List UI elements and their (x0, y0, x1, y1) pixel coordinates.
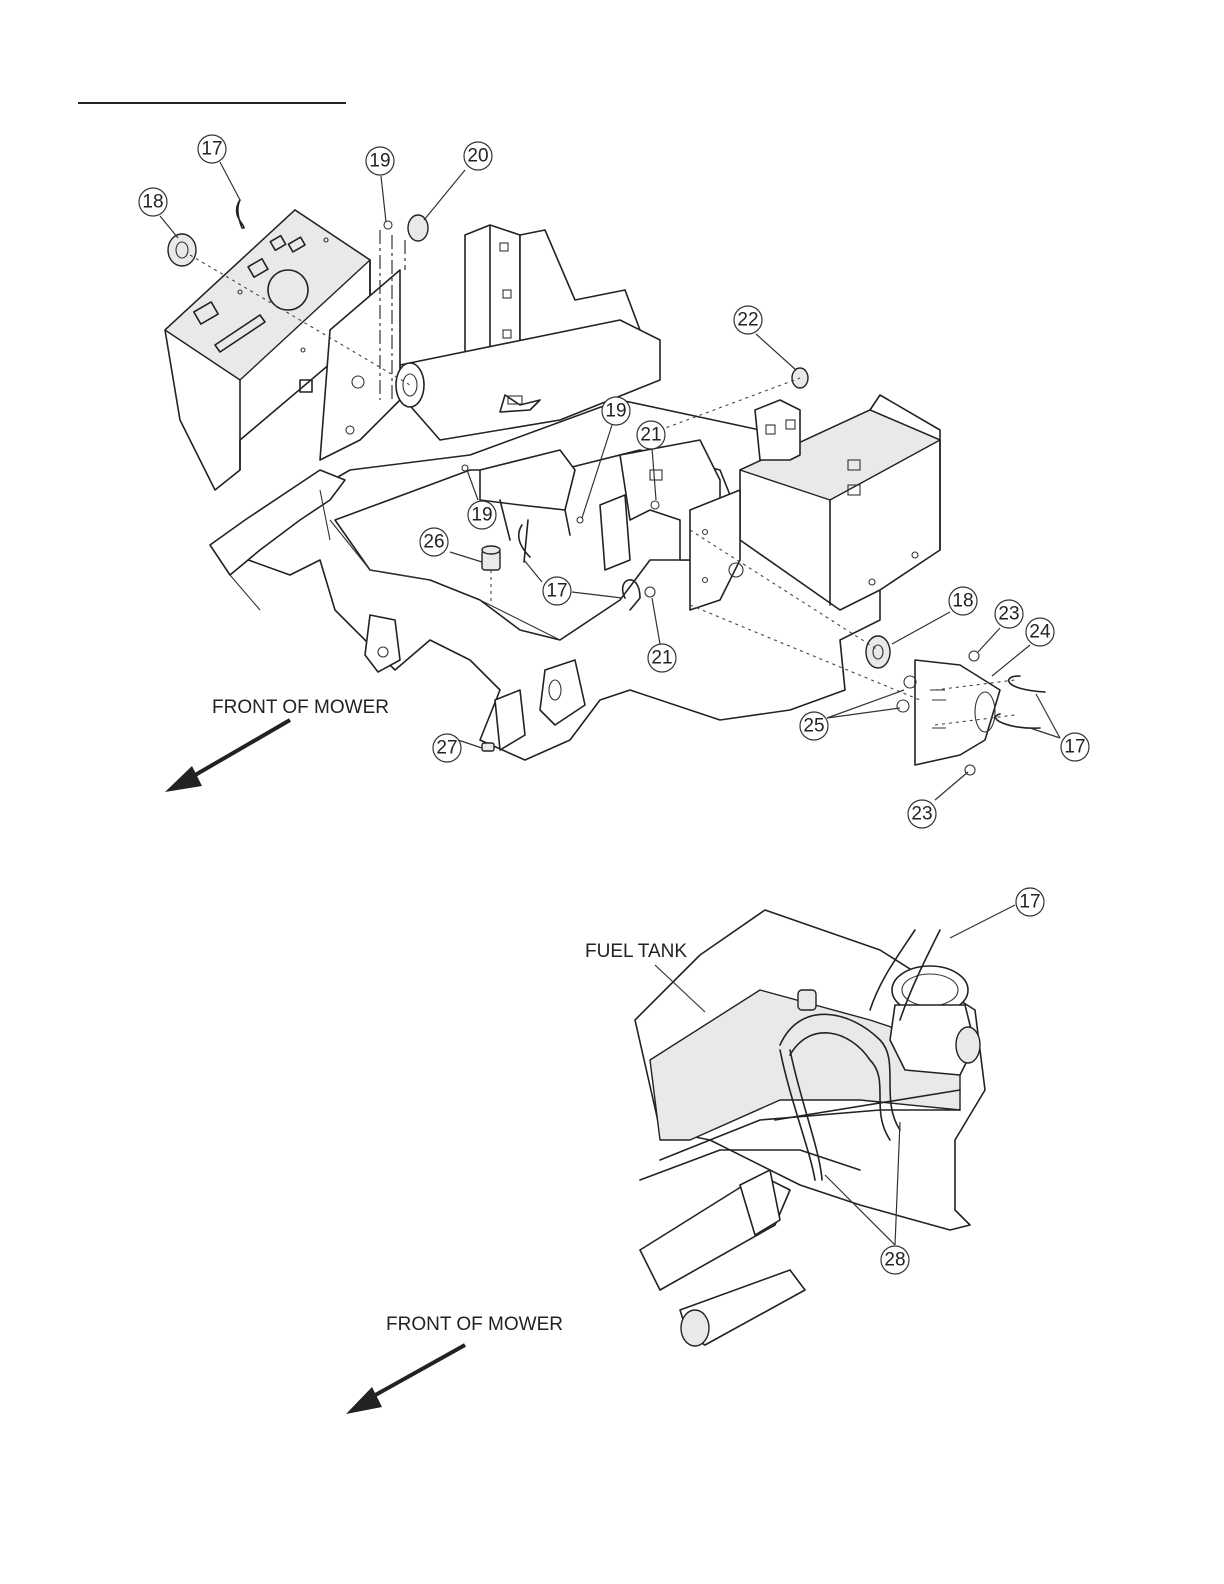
svg-text:27: 27 (436, 738, 457, 759)
svg-text:22: 22 (737, 310, 758, 331)
cable-tie-17-right-a (1009, 676, 1045, 692)
callout-17-top-left: 17 (198, 135, 226, 163)
callout-18-left: 18 (139, 188, 167, 216)
frame-assembly-drawing (165, 200, 1045, 775)
svg-text:28: 28 (884, 1250, 905, 1271)
callout-21-upper: 21 (637, 421, 665, 449)
svg-text:17: 17 (1019, 892, 1040, 913)
front-of-mower-label-bottom: FRONT OF MOWER (386, 1314, 563, 1335)
callout-23-lower: 23 (908, 800, 936, 828)
grommet-18-left (168, 234, 196, 266)
callout-26: 26 (420, 528, 448, 556)
svg-text:19: 19 (369, 151, 390, 172)
svg-text:19: 19 (471, 505, 492, 526)
callout-19-lower: 19 (468, 501, 496, 529)
callout-28: 28 (881, 1246, 909, 1274)
fuel-tank-drawing (635, 910, 985, 1346)
callout-24: 24 (1026, 618, 1054, 646)
callout-17-center: 17 (543, 577, 571, 605)
callout-17-right: 17 (1061, 733, 1089, 761)
svg-text:23: 23 (998, 604, 1019, 625)
svg-text:21: 21 (640, 425, 661, 446)
svg-text:26: 26 (423, 532, 444, 553)
callout-25: 25 (800, 712, 828, 740)
front-of-mower-label-top: FRONT OF MOWER (212, 697, 389, 718)
cable-tie-17-right-b (996, 714, 1040, 728)
callout-19-top: 19 (366, 147, 394, 175)
grommet-18-right (866, 636, 890, 668)
callout-17-fuel-tank: 17 (1016, 888, 1044, 916)
front-arrow-top (165, 720, 290, 792)
cable-tie-17-top (237, 200, 245, 228)
svg-text:18: 18 (142, 192, 163, 213)
callout-27: 27 (433, 734, 461, 762)
svg-text:17: 17 (201, 139, 222, 160)
svg-text:21: 21 (651, 648, 672, 669)
fuel-tank-label: FUEL TANK (585, 941, 687, 962)
callout-20: 20 (464, 142, 492, 170)
svg-text:20: 20 (467, 146, 488, 167)
svg-text:24: 24 (1029, 622, 1051, 643)
svg-text:23: 23 (911, 804, 932, 825)
svg-text:25: 25 (803, 716, 824, 737)
callout-22: 22 (734, 306, 762, 334)
svg-text:19: 19 (605, 401, 626, 422)
callout-19-center: 19 (602, 397, 630, 425)
svg-text:18: 18 (952, 591, 973, 612)
front-arrow-bottom (346, 1345, 465, 1414)
callout-18-right: 18 (949, 587, 977, 615)
callout-23-upper: 23 (995, 600, 1023, 628)
svg-text:17: 17 (1064, 737, 1085, 758)
callout-21-lower: 21 (648, 644, 676, 672)
svg-text:17: 17 (546, 581, 567, 602)
